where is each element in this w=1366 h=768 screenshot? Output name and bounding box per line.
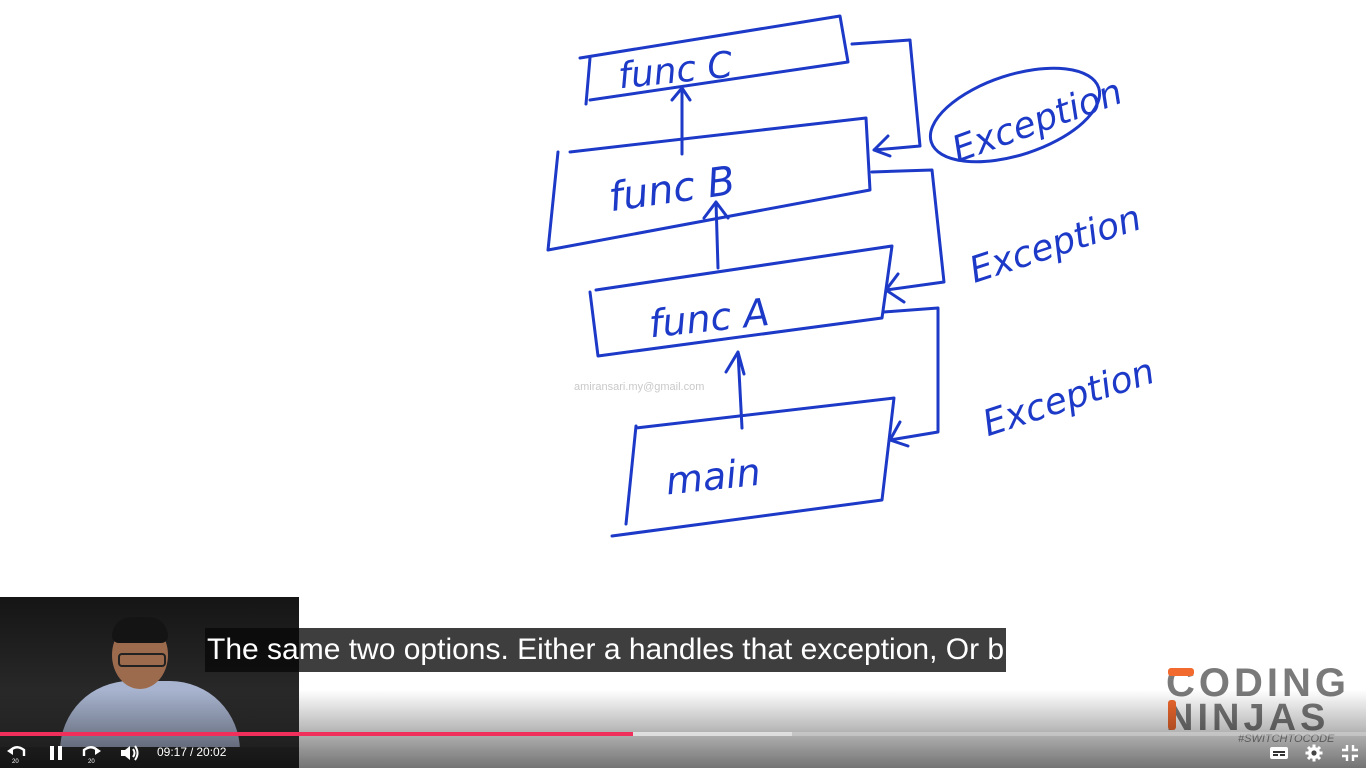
- label-exception-2: Exception: [964, 198, 1146, 292]
- forward-20-icon: 20: [82, 746, 101, 764]
- volume-button[interactable]: [118, 742, 142, 764]
- label-func-a: func A: [647, 290, 771, 346]
- played-bar: [0, 732, 634, 736]
- label-func-b: func B: [606, 158, 738, 221]
- duration: 20:02: [196, 745, 227, 759]
- settings-button[interactable]: [1302, 742, 1326, 764]
- subtitle-text: The same two options. Either a handles t…: [207, 633, 1005, 666]
- captions-icon: [1270, 747, 1288, 759]
- box-main: [610, 396, 896, 538]
- current-time: 09:17: [157, 745, 188, 759]
- rewind-button[interactable]: 20: [4, 742, 28, 764]
- exit-fullscreen-button[interactable]: [1338, 742, 1362, 764]
- exception-path-c-to-b: [850, 38, 922, 158]
- pause-button[interactable]: [44, 742, 68, 764]
- svg-text:20: 20: [12, 759, 19, 764]
- label-exception-3: Exception: [978, 351, 1160, 445]
- subtitle-caption: The same two options. Either a handles t…: [205, 628, 1007, 672]
- svg-text:20: 20: [88, 759, 95, 764]
- rewind-20-icon: 20: [7, 746, 26, 764]
- box-func-b: [546, 116, 872, 252]
- pause-icon: [50, 746, 62, 760]
- box-func-a: [588, 244, 894, 358]
- control-bar: 20 20 09:17/20:02: [0, 738, 1366, 768]
- box-func-c: [578, 14, 850, 106]
- label-func-c: func C: [616, 45, 735, 98]
- time-display: 09:17/20:02: [157, 745, 227, 759]
- captions-button[interactable]: [1267, 742, 1291, 764]
- call-arrow-main-to-a: [724, 350, 746, 430]
- exit-fullscreen-icon: [1342, 745, 1358, 761]
- forward-button[interactable]: 20: [80, 742, 104, 764]
- email-watermark: amiransari.my@gmail.com: [574, 381, 705, 393]
- call-arrow-b-to-c: [670, 86, 692, 156]
- progress-bar[interactable]: [0, 732, 1366, 736]
- label-exception-1: Exception: [947, 72, 1128, 171]
- exception-circle: [928, 66, 1102, 164]
- volume-icon: [121, 745, 139, 761]
- exception-path-a-to-main: [882, 306, 940, 448]
- settings-gear-icon: [1305, 744, 1323, 762]
- exception-path-b-to-a: [870, 168, 946, 304]
- label-main: main: [664, 450, 763, 504]
- call-arrow-a-to-b: [702, 200, 730, 270]
